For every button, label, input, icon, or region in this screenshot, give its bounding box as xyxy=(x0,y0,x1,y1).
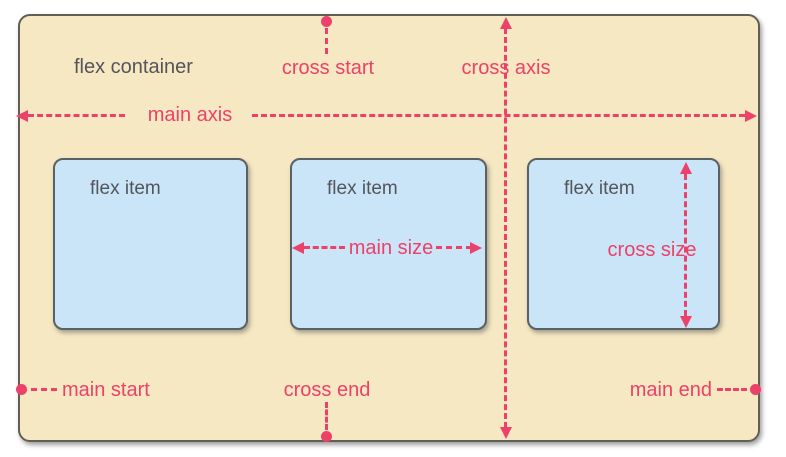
cross-axis-arrowhead-up-icon xyxy=(500,17,512,29)
main-axis-dashed-line-left xyxy=(28,114,125,117)
cross-size-arrowhead-down-icon xyxy=(680,316,692,328)
flex-item-label: flex item xyxy=(90,178,161,199)
main-end-dot-icon xyxy=(750,384,761,395)
main-size-label: main size xyxy=(348,237,434,259)
main-start-label: main start xyxy=(62,379,150,401)
main-size-arrowhead-left-icon xyxy=(292,242,304,254)
cross-size-arrowhead-up-icon xyxy=(680,162,692,174)
cross-start-dashed-stem xyxy=(325,28,328,54)
cross-size-label: cross size xyxy=(607,239,697,261)
cross-end-label: cross end xyxy=(283,379,371,401)
main-start-dot-icon xyxy=(16,384,27,395)
main-axis-label: main axis xyxy=(147,104,233,126)
cross-end-dot-icon xyxy=(321,431,332,442)
main-end-label: main end xyxy=(629,379,712,401)
cross-size-dashed-line xyxy=(684,174,687,316)
flex-item-label: flex item xyxy=(564,178,635,199)
cross-axis-arrowhead-down-icon xyxy=(500,427,512,439)
cross-end-dashed-stem xyxy=(325,402,328,430)
main-size-dashed-line-left xyxy=(304,246,345,249)
main-axis-dashed-line-right xyxy=(252,114,745,117)
flex-container-label: flex container xyxy=(74,56,193,78)
flex-item: flex item xyxy=(527,158,720,330)
flex-item: flex item xyxy=(290,158,487,330)
cross-start-dot-icon xyxy=(321,16,332,27)
main-start-dashed-line xyxy=(31,388,57,391)
cross-start-label: cross start xyxy=(281,57,375,79)
main-axis-arrowhead-left-icon xyxy=(16,110,28,122)
flex-item: flex item xyxy=(53,158,248,330)
main-size-dashed-line-right xyxy=(436,246,472,249)
cross-axis-label: cross axis xyxy=(461,57,551,79)
flex-item-label: flex item xyxy=(327,178,398,199)
main-end-dashed-line xyxy=(717,388,747,391)
cross-axis-dashed-line xyxy=(504,28,507,428)
main-size-arrowhead-right-icon xyxy=(470,242,482,254)
main-axis-arrowhead-right-icon xyxy=(745,110,757,122)
